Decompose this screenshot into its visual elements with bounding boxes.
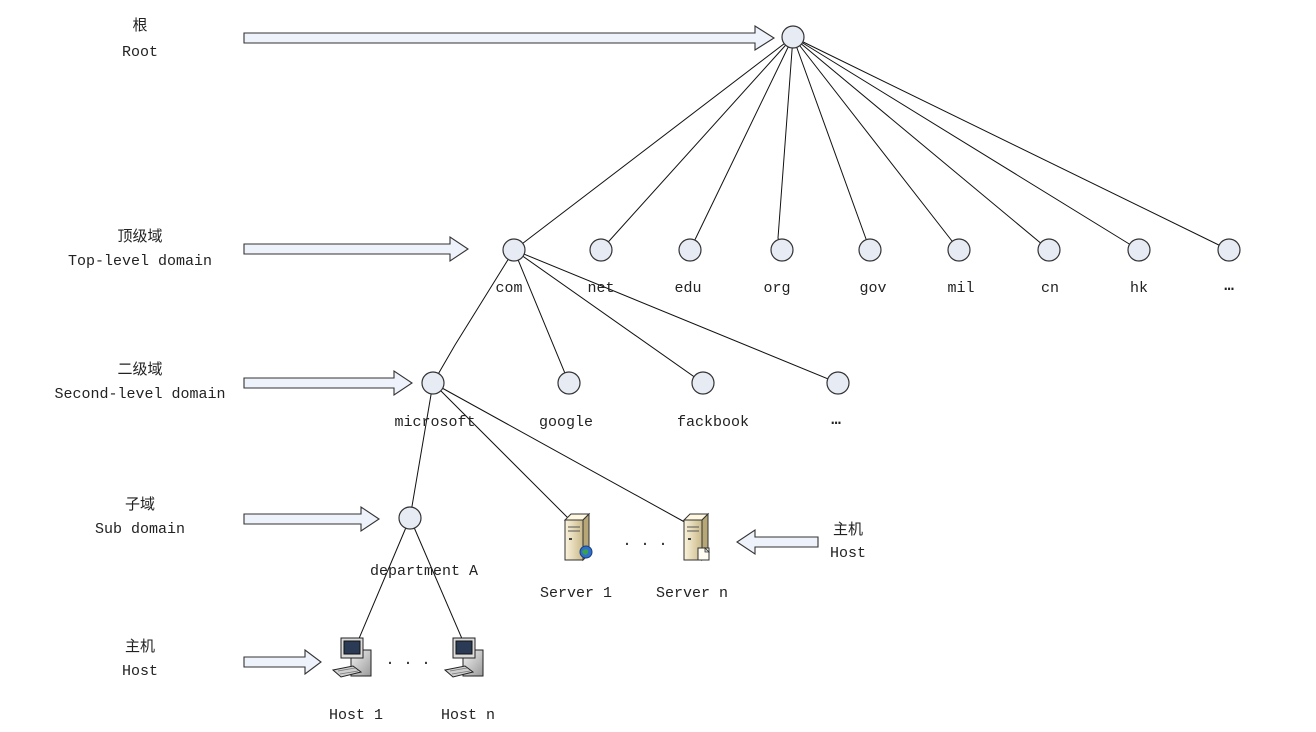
tld-label-org: org — [763, 280, 790, 297]
node-labels: com net edu org gov mil cn hk … microsof… — [329, 277, 1234, 724]
arrow-tld — [243, 235, 469, 263]
edge-root-com — [513, 36, 794, 251]
tld-node-cn — [1037, 238, 1061, 262]
edge-microsoft-servern — [432, 382, 691, 526]
tld-label-net: net — [587, 280, 614, 297]
arrow-sub — [243, 505, 380, 533]
tld-label-com: com — [495, 280, 522, 297]
edge-root-hk — [792, 36, 1140, 251]
tld-label-mil: mil — [947, 280, 974, 297]
edge-root-net — [600, 36, 794, 251]
root-label-en: Root — [122, 44, 158, 61]
host-label-en: Host — [122, 663, 158, 680]
tld-label-gov: gov — [859, 280, 886, 297]
server-n-icon — [682, 512, 710, 562]
root-label-cn: 根 — [132, 17, 147, 35]
tld-node-org — [770, 238, 794, 262]
arrows — [243, 25, 819, 676]
edge-microsoft-department — [409, 382, 434, 519]
tld-label-en: Top-level domain — [68, 253, 212, 270]
tld-node-more — [1217, 238, 1241, 262]
sld-node-fackbook — [691, 371, 715, 395]
sld-label-more: … — [831, 411, 841, 429]
tld-label-edu: edu — [674, 280, 701, 297]
host-label-cn: 主机 — [125, 638, 155, 656]
edge-department-host1 — [354, 517, 411, 649]
edge-root-cn — [792, 36, 1050, 251]
arrow-root — [243, 25, 776, 51]
host-label-n: Host n — [441, 707, 495, 724]
sld-label-google: google — [539, 414, 593, 431]
sld-label-en: Second-level domain — [54, 386, 225, 403]
root-node — [781, 25, 805, 49]
edge-com-fackbook — [513, 249, 704, 384]
sub-label-en: Sub domain — [95, 521, 185, 538]
edges — [354, 36, 1230, 649]
level-labels: 根 Root 顶级域 Top-level domain 二级域 Second-l… — [54, 17, 866, 680]
arrow-host — [243, 648, 322, 676]
host-ellipsis: · · · — [385, 655, 430, 672]
edge-root-more — [792, 36, 1230, 251]
sld-label-fackbook: fackbook — [677, 414, 749, 431]
tld-label-cn: cn — [1041, 280, 1059, 297]
nodes — [398, 25, 1241, 530]
server-ellipsis: · · · — [622, 536, 667, 553]
sub-node-department — [398, 506, 422, 530]
server-1-icon — [563, 512, 593, 562]
arrow-host-right — [736, 528, 819, 556]
edge-microsoft-server1 — [432, 382, 576, 526]
sld-node-microsoft — [421, 371, 445, 395]
sld-node-google — [557, 371, 581, 395]
tld-node-mil — [947, 238, 971, 262]
edge-department-hostn — [409, 517, 467, 649]
host-label-1: Host 1 — [329, 707, 383, 724]
host-right-label-en: Host — [830, 545, 866, 562]
edge-root-org — [777, 36, 794, 251]
host-right-label-cn: 主机 — [833, 521, 863, 539]
edge-com-more — [513, 249, 839, 384]
edge-root-edu — [689, 36, 794, 251]
tld-node-net — [589, 238, 613, 262]
sld-node-more — [826, 371, 850, 395]
tld-label-cn: 顶级域 — [117, 228, 162, 246]
arrow-sld — [243, 369, 413, 397]
tld-node-com — [502, 238, 526, 262]
edge-com-google — [513, 249, 570, 384]
sub-label-department: department A — [370, 563, 478, 580]
tld-node-hk — [1127, 238, 1151, 262]
tld-node-edu — [678, 238, 702, 262]
edge-root-gov — [792, 36, 871, 251]
host-n-computer-icon — [443, 637, 484, 678]
server-label-n: Server n — [656, 585, 728, 602]
sub-label-cn: 子域 — [125, 496, 155, 514]
host-1-computer-icon — [331, 637, 372, 678]
sld-label-microsoft: microsoft — [394, 414, 475, 431]
server-label-1: Server 1 — [540, 585, 612, 602]
edge-com-microsoft — [432, 249, 515, 384]
sld-label-cn: 二级域 — [117, 361, 162, 379]
tld-node-gov — [858, 238, 882, 262]
tld-label-hk: hk — [1130, 280, 1148, 297]
tld-label-more: … — [1224, 277, 1234, 295]
edge-root-mil — [792, 36, 960, 251]
